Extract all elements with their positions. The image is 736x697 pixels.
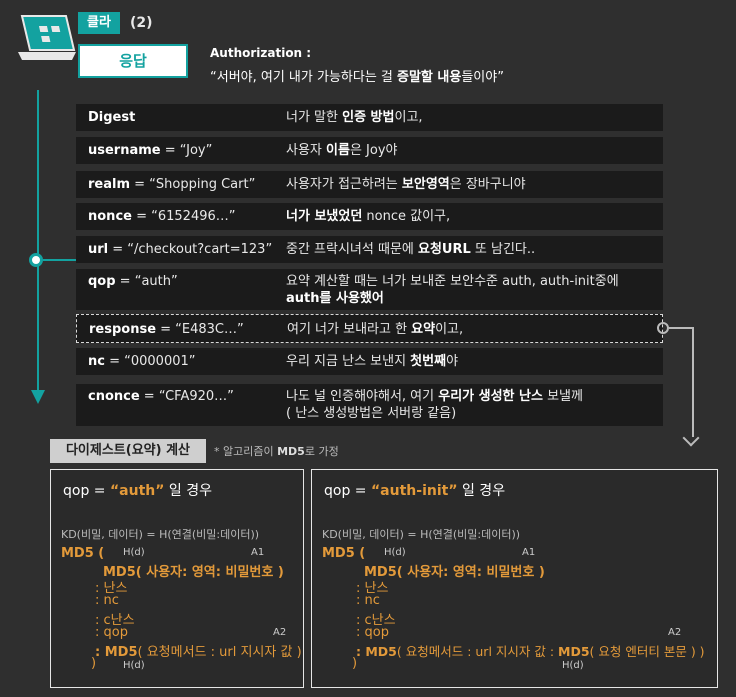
hd-label: H(d) [384,547,406,558]
a1-formula: MD5( 사용자: 영역: 비밀번호 ) [103,565,284,580]
nc-term: : nc [95,593,119,608]
field-row: nonce = “6152496…” 너가 보냈었던 nonce 값이구, [76,203,663,230]
field-key: Digest [88,110,136,125]
hd-label-bottom: H(d) [123,660,145,671]
nonce-term: : 난스 [95,581,128,596]
field-description: 나도 널 인증해야해서, 여기 우리가 생성한 난스 보낼께( 난스 생성방법은… [286,389,583,421]
field-row: nc = “0000001” 우리 지금 난스 보낸지 첫번째야 [76,348,663,375]
digest-note: * 알고리즘이 MD5로 가정 [214,445,339,458]
field-description: 여기 너가 보내라고 한 요약이고, [287,322,464,337]
field-key: cnonce = “CFA920…” [88,389,234,404]
a1-formula: MD5( 사용자: 영역: 비밀번호 ) [364,565,545,580]
a2-formula: : MD5( 요청메서드 : url 지시자 값 : MD5( 요청 엔터티 본… [356,644,705,659]
field-row: cnonce = “CFA920…” 나도 널 인증해야해서, 여기 우리가 생성… [76,384,663,426]
response-connector-vertical [692,327,694,437]
field-row: qop = “auth” 요약 계산할 때는 너가 보내준 보안수준 auth, … [76,269,663,310]
field-key: response = “E483C…” [89,322,244,337]
field-key: qop = “auth” [88,274,178,289]
response-connector-dot [657,322,669,334]
panel-title: qop = “auth-init” 일 경우 [324,483,506,499]
qop-auth-panel: qop = “auth” 일 경우 KD(비밀, 데이터) = H(연결(비밀:… [50,469,304,688]
field-key: username = “Joy” [88,143,213,158]
field-key: url = “/checkout?cart=123” [88,242,273,257]
field-row: response = “E483C…” 여기 너가 보내라고 한 요약이고, [76,314,663,343]
field-row: realm = “Shopping Cart” 사용자가 접근하려는 보안영역은 … [76,171,663,198]
authorization-title: Authorization : [210,46,312,60]
field-description: 너가 보냈었던 nonce 값이구, [286,209,451,224]
field-row: url = “/checkout?cart=123” 중간 프락시녀석 때문에 요… [76,236,663,263]
response-connector-line [669,327,693,329]
field-key: nonce = “6152496…” [88,209,236,224]
digest-section-title: 다이제스트(요약) 계산 [50,439,206,463]
field-description: 중간 프락시녀석 때문에 요청URL 또 남긴다.. [286,242,536,257]
kd-formula: KD(비밀, 데이터) = H(연결(비밀:데이터)) [322,528,521,541]
a1-label: A1 [522,547,536,558]
response-label: 응답 [78,44,188,78]
timeline-line [37,90,39,390]
authorization-quote: “서버야, 여기 내가 가능하다는 걸 증말할 내용들이야” [210,70,504,85]
field-row: Digest 너가 말한 인증 방법이고, [76,104,663,131]
hd-label: H(d) [123,547,145,558]
qop-term: : qop [95,625,128,640]
field-description: 너가 말한 인증 방법이고, [286,110,423,125]
a2-formula: : MD5( 요청메서드 : url 지시자 값 ) [95,645,302,660]
qop-auth-init-panel: qop = “auth-init” 일 경우 KD(비밀, 데이터) = H(연… [311,469,718,688]
cnonce-term: : c난스 [356,613,396,628]
nc-term: : nc [356,593,380,608]
client-tag: 클라 [78,12,120,34]
timeline-connector [43,259,76,261]
field-row: username = “Joy” 사용자 이름은 Joy야 [76,137,663,164]
hd-label-bottom: H(d) [562,660,584,671]
qop-term: : qop [356,625,389,640]
a2-label: A2 [668,627,682,638]
field-description: 사용자 이름은 Joy야 [286,143,398,158]
a2-label: A2 [273,627,287,638]
nonce-term: : 난스 [356,581,389,596]
timeline-arrow-icon [31,390,45,404]
cnonce-term: : c난스 [95,613,135,628]
a1-label: A1 [251,547,265,558]
md5-open: MD5 ( [322,546,366,561]
field-description: 사용자가 접근하려는 보안영역은 장바구니야 [286,177,526,192]
md5-open: MD5 ( [61,546,105,561]
client-step-number: (2) [130,15,153,31]
field-description: 우리 지금 난스 보낸지 첫번째야 [286,354,459,369]
md5-close: ) [91,656,97,671]
laptop-icon [16,12,78,72]
field-key: realm = “Shopping Cart” [88,177,256,192]
field-key: nc = “0000001” [88,354,196,369]
timeline-dot [29,253,43,267]
kd-formula: KD(비밀, 데이터) = H(연결(비밀:데이터)) [61,528,260,541]
panel-title: qop = “auth” 일 경우 [63,483,213,499]
arrow-down-icon [682,429,700,447]
md5-close: ) [352,656,358,671]
